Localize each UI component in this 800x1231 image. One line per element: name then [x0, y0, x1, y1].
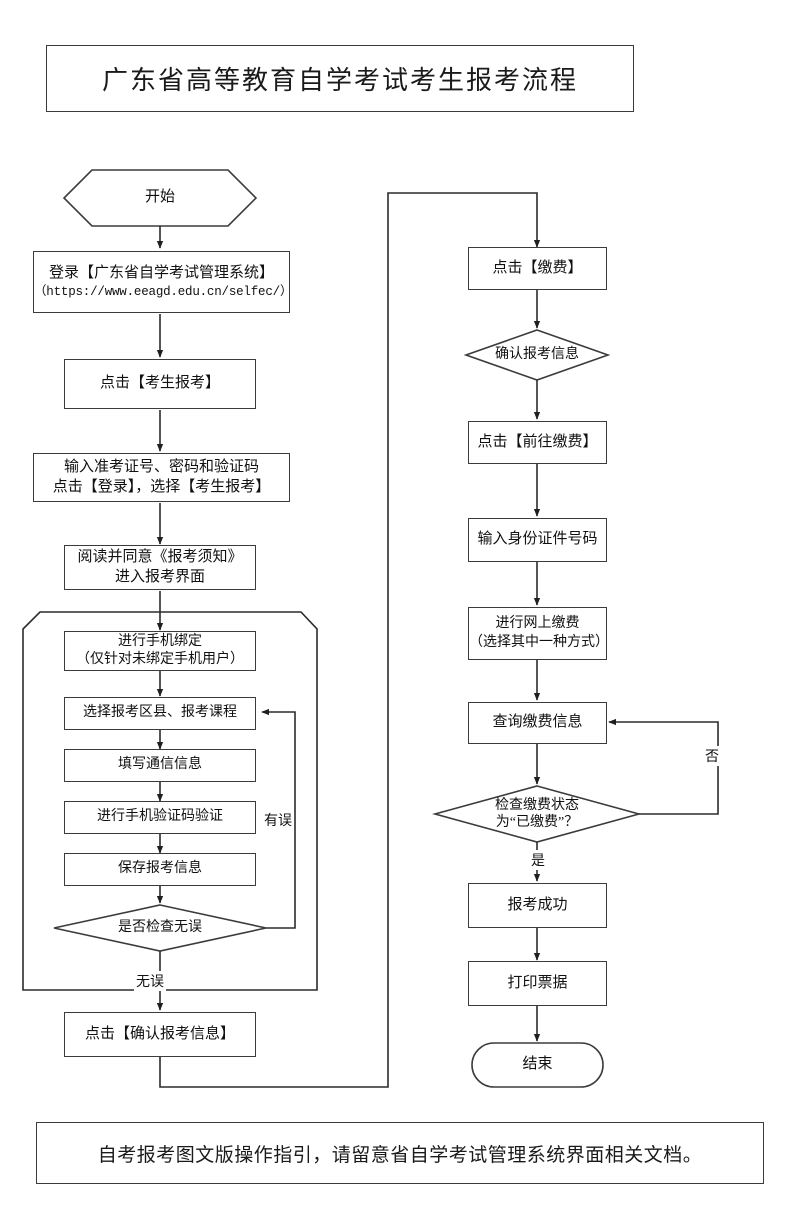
- node-check-paid: 检查缴费状态 为“已缴费”？: [467, 797, 607, 833]
- node-verify-sms: 进行手机验证码验证: [64, 801, 256, 834]
- node-print: 打印票据: [468, 961, 607, 1006]
- footer-note: 自考报考图文版操作指引，请留意省自学考试管理系统界面相关文档。: [97, 1144, 703, 1166]
- node-end: 结束: [522, 1056, 553, 1073]
- edge-label-no-error: 无误: [134, 971, 166, 991]
- node-click-apply: 点击【考生报考】: [64, 359, 256, 409]
- node-creds-line1: 输入准考证号、密码和验证码: [63, 458, 259, 475]
- node-bind-phone: 进行手机绑定 （仅针对未绑定手机用户）: [64, 631, 256, 671]
- node-read-line1: 阅读并同意《报考须知》: [77, 548, 243, 565]
- edge-label-yes: 是: [529, 850, 547, 870]
- node-login: 登录【广东省自学考试管理系统】 （https://www.eeagd.edu.c…: [33, 251, 293, 313]
- node-checkpaid-line1: 检查缴费状态: [495, 798, 579, 814]
- node-confirm-info: 点击【确认报考信息】: [64, 1012, 256, 1057]
- node-online-pay: 进行网上缴费 （选择其中一种方式）: [468, 607, 609, 660]
- node-checkpaid-line2: 为“已缴费”？: [495, 815, 579, 830]
- node-goto-pay: 点击【前往缴费】: [468, 421, 607, 464]
- node-save-info: 保存报考信息: [64, 853, 256, 886]
- node-login-url: （https://www.eeagd.edu.cn/selfec/）: [34, 284, 293, 299]
- node-select-area: 选择报考区县、报考课程: [64, 697, 256, 730]
- node-confirm-apply: 确认报考信息: [495, 346, 579, 362]
- node-creds-line2: 点击【登录】，选择【考生报考】: [52, 478, 271, 495]
- page-title: 广东省高等教育自学考试考生报考流程: [101, 66, 578, 95]
- footer-banner: 自考报考图文版操作指引，请留意省自学考试管理系统界面相关文档。: [36, 1122, 764, 1184]
- node-enter-credentials: 输入准考证号、密码和验证码 点击【登录】，选择【考生报考】: [33, 453, 290, 502]
- node-onlinepay-line1: 进行网上缴费: [495, 616, 580, 632]
- node-check-ok: 是否检查无误: [118, 919, 202, 935]
- node-query-pay: 查询缴费信息: [468, 702, 607, 744]
- node-read-agree: 阅读并同意《报考须知》 进入报考界面: [64, 545, 256, 590]
- node-bind-line1: 进行手机绑定: [118, 633, 202, 649]
- node-enter-id: 输入身份证件号码: [468, 518, 607, 562]
- node-fill-contact: 填写通信信息: [64, 749, 256, 782]
- node-onlinepay-line2: （选择其中一种方式）: [469, 634, 609, 650]
- node-click-pay: 点击【缴费】: [468, 247, 607, 290]
- edge-label-error: 有误: [262, 810, 294, 830]
- node-read-line2: 进入报考界面: [114, 568, 205, 585]
- node-login-line1: 登录【广东省自学考试管理系统】: [48, 264, 274, 281]
- node-bind-line2: （仅针对未绑定手机用户）: [76, 652, 244, 667]
- node-success: 报考成功: [468, 883, 607, 928]
- node-start: 开始: [144, 189, 175, 206]
- wire-no-loop: [608, 718, 719, 815]
- edge-label-no: 否: [703, 746, 721, 766]
- diagram-title-banner: 广东省高等教育自学考试考生报考流程: [46, 45, 634, 112]
